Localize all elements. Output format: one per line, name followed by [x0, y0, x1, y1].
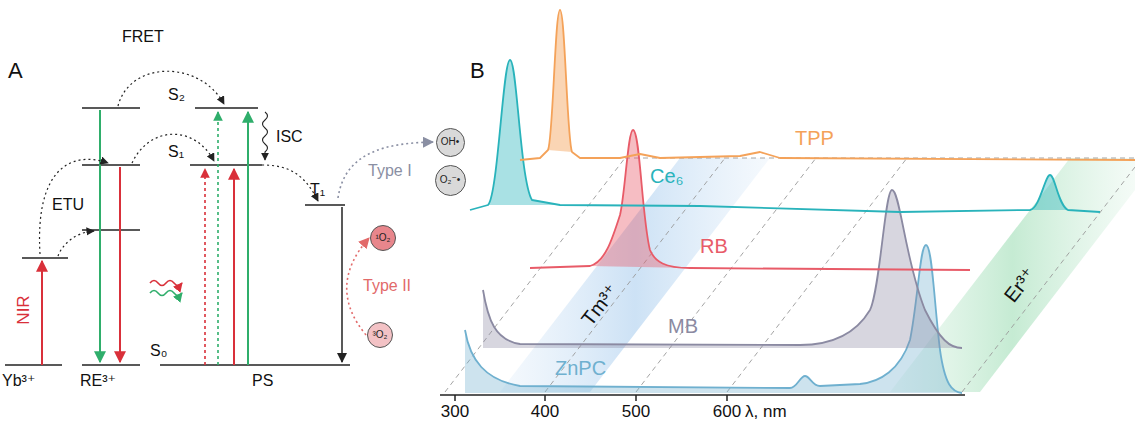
tick-label: 500 — [622, 402, 650, 422]
drawing-part — [99, 110, 101, 362]
drawing-part — [82, 364, 140, 366]
drawing-part — [5, 364, 62, 366]
drawing-part — [118, 71, 224, 106]
drawing-part — [305, 204, 345, 206]
drawing-part — [119, 167, 121, 362]
level-label: S₂ — [168, 86, 185, 104]
drawing-part — [263, 112, 268, 160]
drawing-part — [454, 395, 456, 401]
spectral-bands — [500, 158, 1135, 392]
drawing-part — [233, 169, 235, 365]
panel-letter: A — [8, 58, 23, 83]
drawing-part — [150, 291, 182, 296]
drawing-part — [520, 10, 1135, 160]
process-label: FRET — [122, 28, 164, 46]
drawing-part — [41, 261, 43, 365]
drawing-part — [82, 107, 140, 109]
molecule-label: PS — [252, 372, 273, 390]
ion-label: Yb³⁺ — [2, 372, 35, 390]
energy-levels — [5, 108, 350, 365]
absorption-spectra — [465, 10, 1135, 393]
spectrum-label: MB — [668, 315, 698, 338]
drawing-part — [338, 142, 433, 198]
drawing-part — [82, 229, 140, 231]
drawing-part — [22, 257, 68, 259]
species-circle: OH• — [436, 128, 465, 157]
drawing-part — [204, 169, 206, 365]
spectrum-label: TPP — [795, 127, 834, 150]
drawing-part — [262, 165, 318, 201]
tick-label: 600 — [713, 402, 741, 422]
x-axis — [440, 395, 965, 401]
tick-label: 300 — [441, 402, 469, 422]
drawing-part — [440, 394, 965, 396]
transition-arrows — [40, 71, 433, 365]
drawing-part — [341, 207, 343, 362]
tick-label: 400 — [531, 402, 559, 422]
drawing-part — [530, 130, 970, 270]
drawing-part — [195, 107, 258, 109]
drawing-part — [590, 130, 690, 268]
drawing-part — [726, 395, 728, 401]
drawing-part — [636, 158, 816, 392]
species-text: OH• — [441, 137, 460, 147]
mechanism-label: Type I — [368, 162, 412, 180]
drawing-part — [247, 112, 249, 365]
drawing-part — [150, 281, 182, 286]
drawing-part — [488, 60, 560, 205]
species-text: O₂⁻• — [440, 175, 460, 185]
drawing-part — [82, 164, 140, 166]
drawing-part — [40, 159, 108, 254]
level-label: S₀ — [150, 342, 167, 360]
species-circle: ³O₂ — [367, 322, 393, 348]
spectrum-label: ZnPC — [555, 357, 606, 380]
panel-letter: B — [470, 58, 485, 83]
drawing-part — [548, 10, 572, 152]
drawing-part — [544, 395, 546, 401]
species-text: ³O₂ — [373, 330, 388, 340]
process-label: ISC — [276, 128, 303, 146]
drawing-part — [217, 112, 219, 365]
ion-label: RE³⁺ — [80, 372, 116, 390]
grid-lines — [445, 158, 1135, 392]
species-circle: ¹O₂ — [370, 225, 396, 251]
drawing-part — [160, 364, 350, 366]
mechanism-label: Type II — [363, 277, 411, 295]
spectrum-label: Ce₆ — [650, 165, 684, 188]
excitation-label: NIR — [14, 295, 34, 324]
drawing-part — [962, 167, 1135, 392]
level-label: T₁ — [310, 181, 325, 199]
drawing-part — [132, 134, 214, 163]
axis-title: λ, nm — [745, 402, 787, 422]
drawing-part — [190, 164, 262, 166]
level-label: S₁ — [168, 143, 184, 161]
spectrum-label: RB — [700, 235, 728, 258]
species-circle: O₂⁻• — [435, 165, 466, 196]
drawing-part — [635, 395, 637, 401]
species-text: ¹O₂ — [376, 233, 391, 243]
process-label: ETU — [52, 196, 84, 214]
drawing-part — [58, 231, 94, 256]
